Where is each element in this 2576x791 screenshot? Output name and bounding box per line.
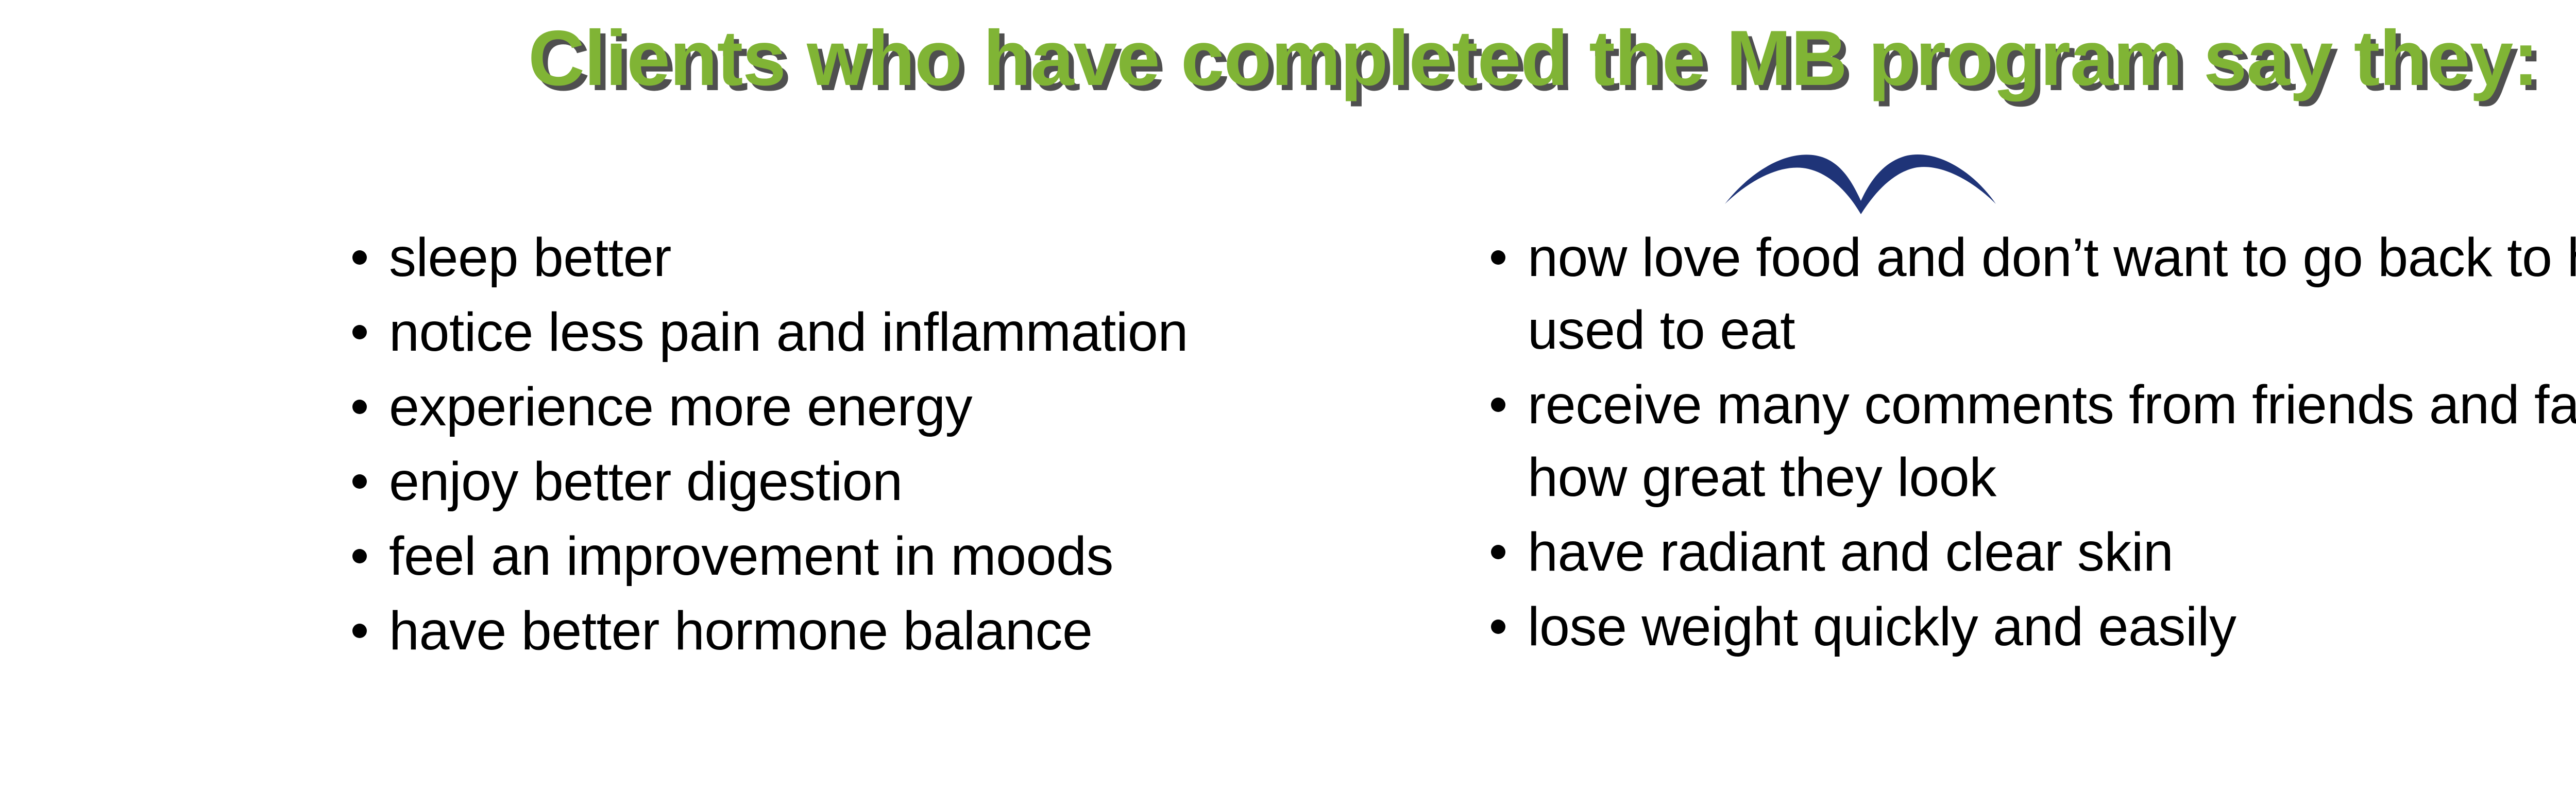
bullet-dot-icon	[352, 250, 367, 265]
bullet-dot-icon	[352, 474, 367, 489]
list-item: enjoy better digestion	[340, 445, 1443, 518]
bullet-dot-icon	[1491, 250, 1505, 265]
bullet-dot-icon	[1491, 544, 1505, 559]
list-item: lose weight quickly and easily	[1479, 591, 2576, 663]
list-item-label: have better hormone balance	[389, 600, 1093, 661]
bullet-dot-icon	[1491, 619, 1505, 634]
list-item-label: feel an improvement in moods	[389, 525, 1113, 587]
list-item: have radiant and clear skin	[1479, 516, 2576, 589]
page-title: Clients who have completed the MB progra…	[0, 14, 2576, 102]
list-item-label: sleep better	[389, 227, 671, 288]
bullet-dot-icon	[352, 324, 367, 339]
list-item: sleep better	[340, 221, 1443, 294]
right-column: now love food and don’t want to go back …	[1479, 221, 2576, 665]
list-item-label: now love food and don’t want to go back …	[1528, 227, 2576, 360]
slide-title-text: Clients who have completed the MB progra…	[528, 14, 2539, 102]
list-item: now love food and don’t want to go back …	[1479, 221, 2576, 367]
list-item-label: lose weight quickly and easily	[1528, 596, 2236, 657]
list-item-label: experience more energy	[389, 376, 973, 437]
list-item-label: notice less pain and inflammation	[389, 301, 1188, 363]
list-item-label: enjoy better digestion	[389, 451, 903, 512]
bullet-dot-icon	[352, 623, 367, 638]
list-item: feel an improvement in moods	[340, 520, 1443, 593]
left-bullet-list: sleep better notice less pain and inflam…	[340, 221, 1443, 667]
bird-wing-icon	[1725, 154, 1996, 214]
list-item: notice less pain and inflammation	[340, 296, 1443, 369]
bullet-dot-icon	[352, 548, 367, 563]
left-column: sleep better notice less pain and inflam…	[340, 221, 1443, 669]
list-item-label: have radiant and clear skin	[1528, 521, 2174, 582]
list-item: have better hormone balance	[340, 595, 1443, 667]
right-bullet-list: now love food and don’t want to go back …	[1479, 221, 2576, 663]
bullet-dot-icon	[1491, 397, 1505, 412]
swoosh-decoration	[1721, 138, 1999, 215]
list-item: experience more energy	[340, 371, 1443, 443]
bullet-columns: sleep better notice less pain and inflam…	[0, 221, 2576, 788]
list-item: receive many comments from friends and f…	[1479, 369, 2576, 514]
list-item-label: receive many comments from friends and f…	[1528, 374, 2576, 508]
bullet-dot-icon	[352, 399, 367, 414]
